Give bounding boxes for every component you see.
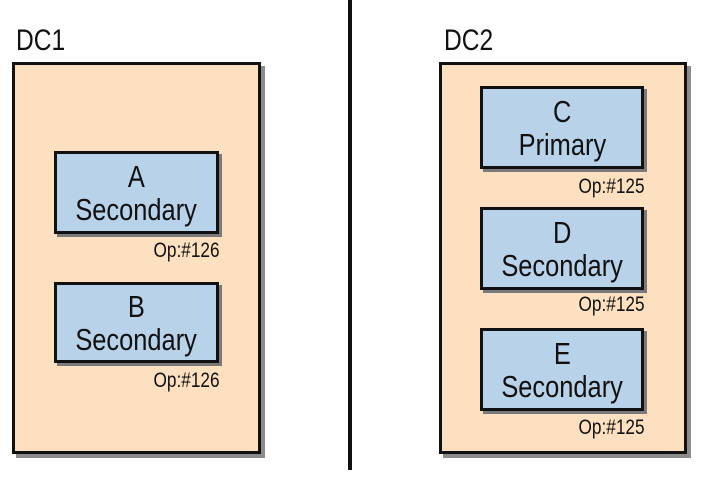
node-e-op: Op:#125 xyxy=(578,416,645,439)
node-a-name: A xyxy=(128,158,145,194)
node-c-name: C xyxy=(552,93,572,129)
dc1-box xyxy=(12,62,261,454)
node-c-role: Primary xyxy=(518,126,606,162)
dc2-label: DC2 xyxy=(444,24,494,57)
node-b-role: Secondary xyxy=(75,321,198,357)
node-a-op: Op:#126 xyxy=(153,239,220,262)
node-a: A Secondary xyxy=(54,151,219,234)
node-c: C Primary xyxy=(480,86,644,169)
node-b-name: B xyxy=(128,288,145,324)
datacenter-divider xyxy=(348,0,352,470)
node-e-role: Secondary xyxy=(501,368,623,404)
node-c-op: Op:#125 xyxy=(578,175,645,198)
node-a-role: Secondary xyxy=(75,191,198,227)
dc1-label: DC1 xyxy=(16,24,66,57)
node-d: D Secondary xyxy=(480,207,644,290)
node-d-role: Secondary xyxy=(501,247,623,283)
node-e: E Secondary xyxy=(480,328,644,411)
node-b-op: Op:#126 xyxy=(153,369,220,392)
node-d-name: D xyxy=(552,214,572,250)
node-b: B Secondary xyxy=(54,282,219,363)
node-e-name: E xyxy=(553,335,571,371)
node-d-op: Op:#125 xyxy=(578,293,645,316)
